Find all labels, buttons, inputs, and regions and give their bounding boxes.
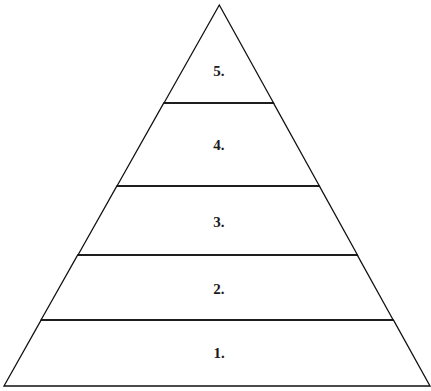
band-shape <box>4 320 430 386</box>
band-shape <box>41 255 393 320</box>
pyramid-band: 2. <box>41 255 393 320</box>
band-shape <box>164 5 274 103</box>
pyramid-band: 4. <box>117 103 319 186</box>
level-number: 1. <box>213 346 224 361</box>
pyramid-band: 3. <box>78 186 358 255</box>
level-number: 3. <box>213 215 224 230</box>
pyramid-band: 1. <box>4 320 430 386</box>
band-shape <box>78 186 358 255</box>
band-outline <box>164 5 274 103</box>
pyramid-band: 5. <box>164 5 274 103</box>
level-number: 5. <box>213 64 224 79</box>
band-shape <box>117 103 319 186</box>
level-number: 4. <box>213 138 224 153</box>
level-number: 2. <box>213 282 224 297</box>
